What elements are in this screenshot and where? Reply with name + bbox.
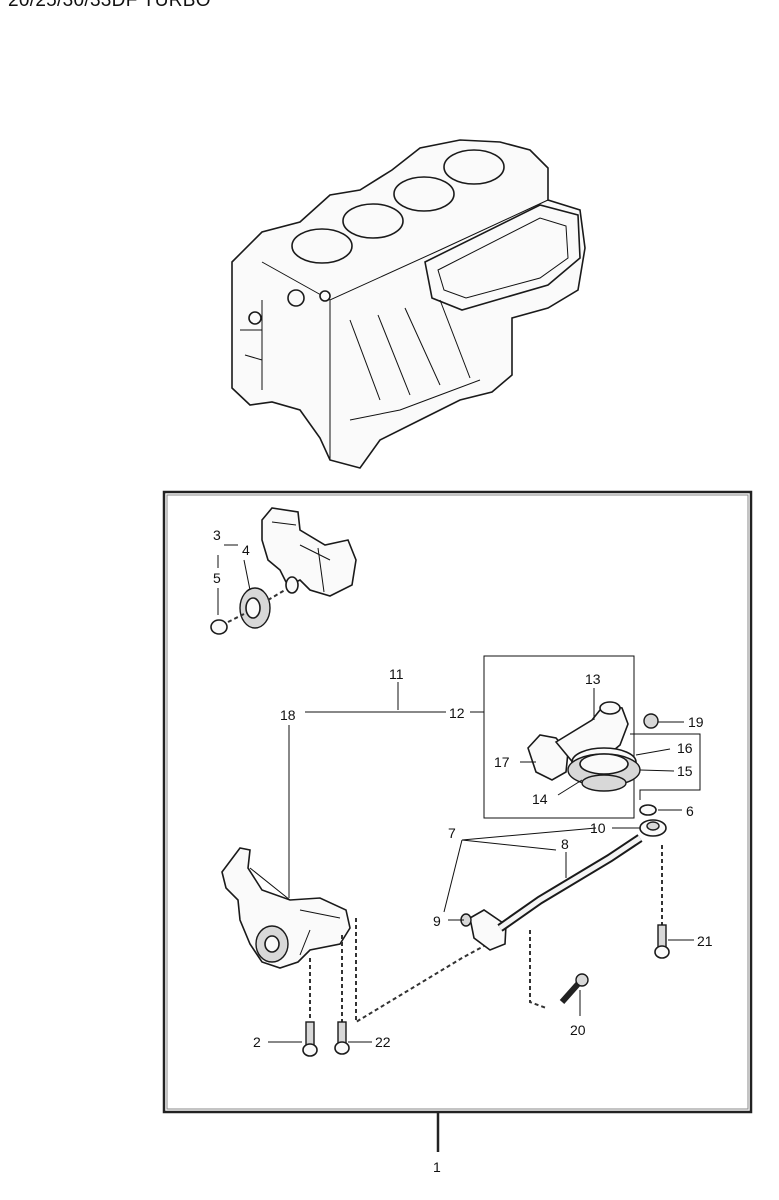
bolt-21 <box>654 924 670 959</box>
cylinder-bore <box>443 149 505 185</box>
nut-19 <box>643 713 659 729</box>
side-cover-plate <box>424 204 581 311</box>
callout-13: 13 <box>585 671 601 687</box>
callout-18: 18 <box>280 707 296 723</box>
callout-5: 5 <box>213 570 221 586</box>
callout-8: 8 <box>561 836 569 852</box>
callout-21: 21 <box>697 933 713 949</box>
bolt-2 <box>302 1021 318 1057</box>
kit-boundary-frame <box>162 490 753 1114</box>
leader-line-15 <box>639 769 675 772</box>
callout-7: 7 <box>448 825 456 841</box>
callout-14: 14 <box>532 791 548 807</box>
oil-strainer-tube <box>460 819 667 951</box>
pump-cover-assembly <box>527 701 641 792</box>
callout-3: 3 <box>213 527 221 543</box>
callout-9: 9 <box>433 913 441 929</box>
leader-line-16 <box>635 748 671 756</box>
callout-19: 19 <box>688 714 704 730</box>
cylinder-bore <box>393 176 455 212</box>
oil-pump <box>221 847 351 969</box>
cylinder-bore <box>291 228 353 264</box>
callout-2: 2 <box>253 1034 261 1050</box>
leader-line-14 <box>557 779 583 796</box>
callout-6: 6 <box>686 803 694 819</box>
callout-12: 12 <box>449 705 465 721</box>
callout-4: 4 <box>242 542 250 558</box>
callout-11: 11 <box>389 666 404 682</box>
callout-15: 15 <box>677 763 693 779</box>
bolt-20 <box>559 973 589 1004</box>
diagram-title: 20/25/30/33DF TURBO <box>8 0 211 11</box>
leader-line-7 <box>461 827 597 841</box>
callout-22: 22 <box>375 1034 391 1050</box>
leader-line-9 <box>443 839 463 913</box>
bolt-22 <box>334 1021 350 1055</box>
callout-10: 10 <box>590 820 606 836</box>
callout-16: 16 <box>677 740 693 756</box>
callout-1: 1 <box>433 1159 441 1175</box>
callout-20: 20 <box>570 1022 586 1038</box>
callout-17: 17 <box>494 754 510 770</box>
engine-block <box>231 139 586 469</box>
cylinder-bore <box>342 203 404 239</box>
sub-assembly-box <box>483 655 635 819</box>
idler-gear-assembly <box>210 507 357 635</box>
o-ring <box>639 804 657 816</box>
washer <box>210 619 228 635</box>
leader-line-4 <box>243 559 251 591</box>
